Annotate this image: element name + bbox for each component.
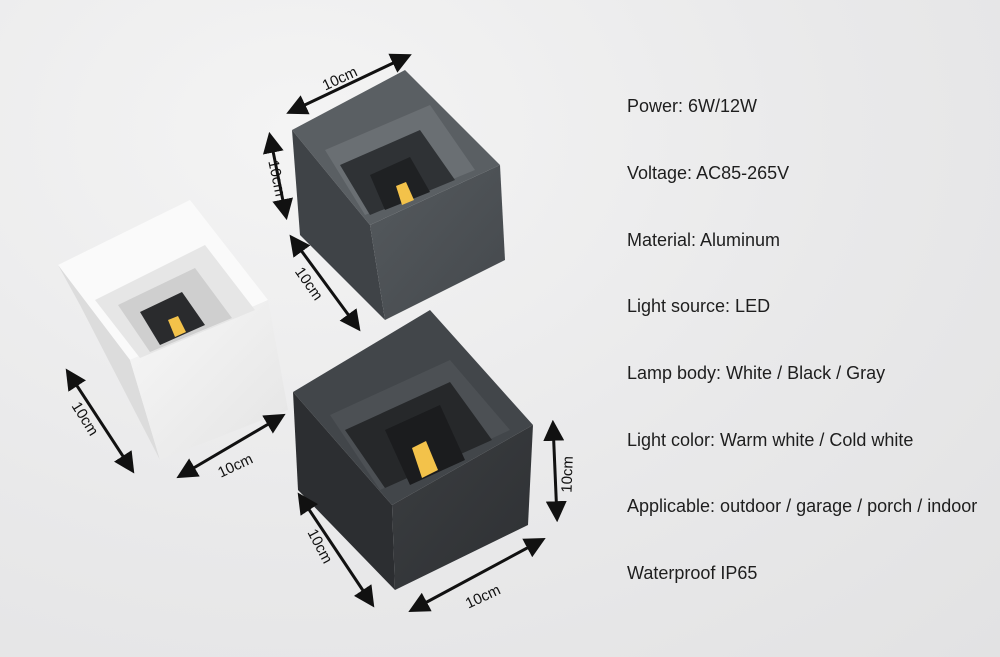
spec-waterproof: Waterproof IP65: [627, 563, 758, 583]
dim-label-4: 10cm: [68, 399, 102, 439]
dim-arrow-black-left: [297, 492, 375, 608]
dimension-arrows: [65, 53, 567, 612]
spec-voltage: Voltage: AC85-265V: [627, 163, 790, 183]
black-lamp: [293, 310, 533, 590]
dim-arrow-white-left: [65, 368, 135, 474]
dim-arrow-gray-top: [286, 53, 412, 115]
dim-arrow-gray-bottom: [289, 234, 361, 332]
spec-light-color: Light color: Warm white / Cold white: [627, 430, 914, 450]
dim-label-6: 10cm: [558, 456, 576, 493]
gray-lamp-led: [396, 182, 414, 205]
spec-power: Power: 6W/12W: [627, 96, 758, 116]
gray-lamp: [292, 70, 505, 320]
dim-arrow-black-bottom: [408, 538, 546, 612]
dim-label-8: 10cm: [463, 581, 503, 612]
spec-light-source: Light source: LED: [627, 296, 771, 316]
spec-applicable: Applicable: outdoor / garage / porch / i…: [627, 496, 978, 516]
dim-label-5: 10cm: [215, 451, 255, 482]
spec-lamp-body: Lamp body: White / Black / Gray: [627, 363, 886, 383]
black-lamp-led: [412, 441, 438, 478]
dim-arrow-white-bottom: [176, 413, 286, 479]
dim-arrow-black-right: [543, 419, 567, 523]
dim-label-2: 10cm: [264, 159, 288, 198]
dim-label-7: 10cm: [304, 526, 336, 566]
spec-material: Material: Aluminum: [627, 230, 781, 250]
white-lamp: [58, 200, 288, 460]
white-lamp-led: [168, 316, 186, 337]
dim-arrow-gray-left: [262, 131, 294, 221]
dim-label-3: 10cm: [291, 264, 326, 304]
